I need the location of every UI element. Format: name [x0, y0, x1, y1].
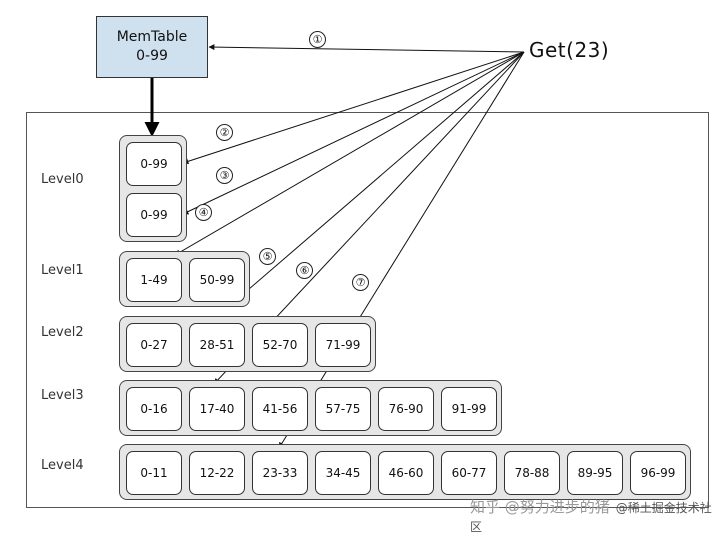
- arrow-step-2: [182, 51, 525, 165]
- sstable: 46-60: [378, 451, 434, 495]
- sstable: 17-40: [189, 387, 245, 431]
- sstable: 23-33: [252, 451, 308, 495]
- sstable: 28-51: [189, 323, 245, 367]
- arrow-step-1: [208, 44, 525, 53]
- arrow-step-5: [233, 51, 525, 303]
- sstable: 91-99: [441, 387, 497, 431]
- level-label: Level2: [41, 325, 84, 340]
- watermark-text: 知乎 @努力进步的猪: [470, 498, 610, 516]
- step-marker: ⑦: [352, 274, 369, 291]
- sstable: 52-70: [252, 323, 308, 367]
- sstable: 57-75: [315, 387, 371, 431]
- sstable: 0-99: [126, 193, 182, 237]
- sstable: 60-77: [441, 451, 497, 495]
- disk-levels-container: [26, 112, 709, 508]
- sstable: 96-99: [630, 451, 686, 495]
- level-label: Level0: [41, 172, 84, 187]
- step-marker: ④: [195, 204, 212, 221]
- sstable: 1-49: [126, 258, 182, 302]
- sstable: 12-22: [189, 451, 245, 495]
- memtable-box: MemTable 0-99: [96, 16, 208, 78]
- step-marker: ⑤: [259, 248, 276, 265]
- step-marker: ③: [216, 167, 233, 184]
- arrow-step-4: [174, 51, 525, 256]
- sstable: 0-11: [126, 451, 182, 495]
- sstable: 76-90: [378, 387, 434, 431]
- sstable: 0-99: [126, 142, 182, 186]
- watermark: 知乎 @努力进步的猪@稀土掘金技术社区: [470, 496, 720, 535]
- memtable-range: 0-99: [136, 48, 168, 64]
- level-label: Level4: [41, 458, 84, 473]
- level-label: Level3: [41, 388, 84, 403]
- watermark-source: @稀土掘金技术社区: [470, 501, 712, 534]
- sstable: 89-95: [567, 451, 623, 495]
- arrow-step-3: [182, 51, 525, 215]
- step-marker: ①: [309, 31, 326, 48]
- sstable: 41-56: [252, 387, 308, 431]
- sstable: 0-16: [126, 387, 182, 431]
- sstable: 0-27: [126, 323, 182, 367]
- sstable: 71-99: [315, 323, 371, 367]
- step-marker: ⑥: [296, 262, 313, 279]
- step-marker: ②: [216, 124, 233, 141]
- level-label: Level1: [41, 263, 84, 278]
- sstable: 78-88: [504, 451, 560, 495]
- level-group: 0-99 0-99: [119, 135, 187, 242]
- get-query-label: Get(23): [529, 38, 610, 62]
- sstable: 50-99: [189, 258, 245, 302]
- sstable: 34-45: [315, 451, 371, 495]
- memtable-title: MemTable: [116, 29, 188, 45]
